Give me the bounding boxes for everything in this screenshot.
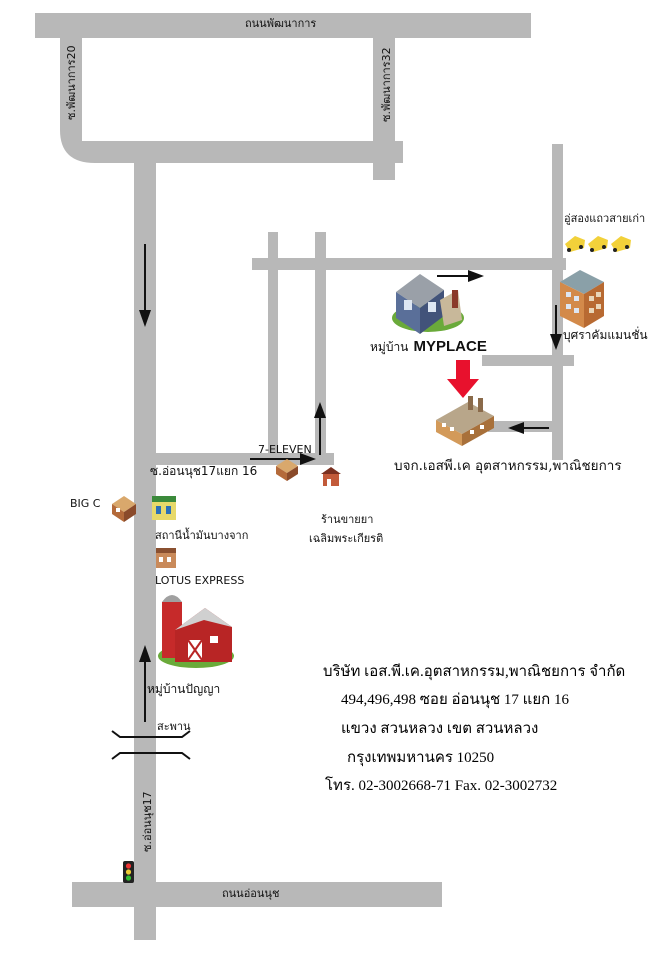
label-village-panya: หมู่บ้านปัญญา [147,682,221,696]
bridge-symbol [111,730,191,760]
arrow-down-right [550,305,562,350]
apartment-icon [560,270,604,328]
shop-icon [112,496,136,522]
road-inner-left [268,232,278,458]
label-taxi-garage: อู่สองแถวสายเก่า [564,212,646,225]
label-pharmacy-1: ร้านขายยา [321,513,374,526]
store-lotus-icon [156,548,176,568]
label-big-c: BIG C [70,497,101,510]
gas-station-icon [152,496,176,520]
road-soi-20 [60,38,403,163]
house-icon [392,274,464,334]
label-gas-station: สถานีน้ำมันบางจาก [155,529,249,542]
address-line-3: กรุงเทพมหานคร 10250 [347,750,495,766]
label-road-pattanakarn: ถนนพัฒนาการ [245,17,317,30]
arrow-left-factory [508,422,549,434]
barn-icon [158,595,234,668]
target-arrow [447,360,479,398]
pharmacy-icon [321,467,341,486]
address-line-4: โทร. 02-3002668-71 Fax. 02-3002732 [325,778,558,794]
address-line-1: 494,496,498 ซอย อ่อนนุช 17 แยก 16 [341,692,569,708]
road-soi-32 [373,38,395,180]
road-inner-right [552,144,563,460]
arrow-up-mid [314,402,326,455]
label-village-myplace: หมู่บ้าน MYPLACE [370,338,487,354]
road-inner-mid [315,232,326,458]
taxi-icon [565,236,631,252]
label-soi-32: ซ.พัฒนาการ32 [380,47,393,122]
label-village-myplace-name: MYPLACE [413,338,487,355]
label-road-onnut: ถนนอ่อนนุช [222,887,280,900]
arrow-right-soi [250,453,316,465]
label-mansion: บุศราคัมแมนชั่น [563,328,648,342]
shop-711-icon [276,459,298,481]
label-company-short: บจก.เอสพี.เค อุตสาหกรรม,พาณิชยการ [394,458,622,474]
label-onnut-17: ซ.อ่อนนุช17 [141,791,154,852]
address-line-2: แขวง สวนหลวง เขต สวนหลวง [341,721,539,737]
arrow-right-top [437,270,484,282]
label-seven-eleven: 7-ELEVEN [258,443,312,456]
label-soi-17-16: ซ.อ่อนนุช17แยก 16 [150,464,258,478]
label-village-myplace-prefix: หมู่บ้าน [370,340,409,354]
traffic-light-icon [123,861,134,883]
road-onnut-17 [134,163,156,940]
road-pattanakarn [35,13,531,38]
direction-arrows [139,244,562,722]
address-company: บริษัท เอส.พี.เค.อุตสาหกรรม,พาณิชยการ จำ… [323,664,626,680]
arrow-up-village [139,645,151,722]
label-pharmacy-2: เฉลิมพระเกียรติ [309,532,384,545]
factory-icon [436,396,494,446]
road-inner-horizontal [252,258,566,270]
road-myplace-east [482,355,574,366]
label-lotus: LOTUS EXPRESS [155,574,245,587]
arrow-down-main [139,244,151,327]
label-bridge: สะพาน [157,720,191,733]
label-soi-20: ซ.พัฒนาการ20 [65,45,78,120]
road-onnut [72,882,442,907]
